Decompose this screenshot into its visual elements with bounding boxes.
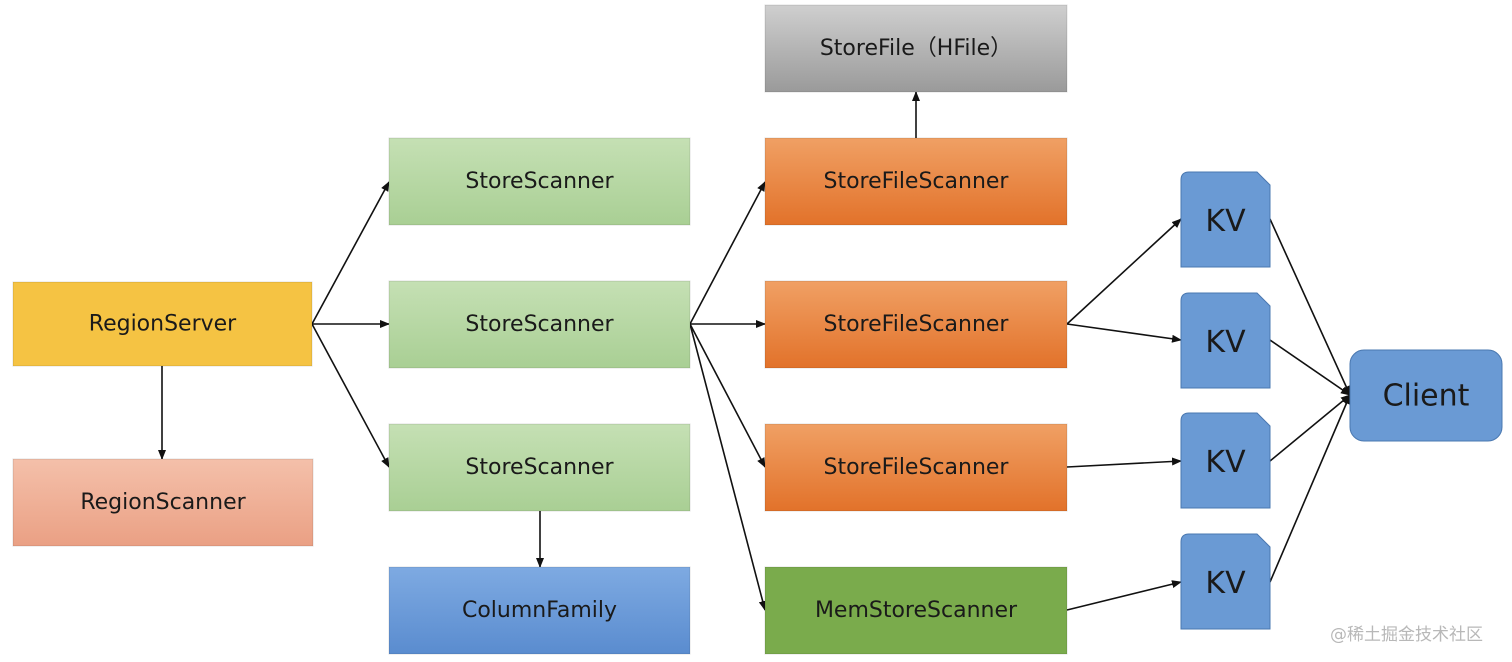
memstore-scanner-node: MemStoreScanner (764, 566, 1068, 655)
arrow (689, 181, 766, 325)
kv-node: KV (1180, 292, 1271, 389)
store-scanner-node-label: StoreScanner (465, 169, 614, 194)
arrow (1269, 394, 1351, 583)
edges (158, 91, 1351, 611)
storefile-scanner-node-label: StoreFileScanner (824, 312, 1010, 337)
store-scanner-node: StoreScanner (388, 137, 691, 226)
arrow (1066, 323, 1182, 343)
nodes: StoreFile（HFile）StoreScannerStoreScanner… (12, 4, 1503, 655)
column-family-node-label: ColumnFamily (462, 598, 617, 623)
arrow (311, 323, 390, 468)
store-scanner-node: StoreScanner (388, 423, 691, 512)
arrow (1269, 394, 1351, 462)
store-scanner-node-label: StoreScanner (465, 455, 614, 480)
region-server-node: RegionServer (12, 281, 313, 367)
arrow (689, 323, 766, 468)
storefile-scanner-node-label: StoreFileScanner (824, 169, 1010, 194)
arrow (1066, 457, 1182, 468)
kv-label: KV (1205, 325, 1246, 360)
arrow (1269, 218, 1351, 396)
store-scanner-node: StoreScanner (388, 280, 691, 369)
column-family-node: ColumnFamily (388, 566, 691, 655)
storefile-scanner-node-label: StoreFileScanner (824, 455, 1010, 480)
storefile-scanner-node: StoreFileScanner (764, 423, 1068, 512)
kv-label: KV (1205, 445, 1246, 480)
client-node: Client (1349, 349, 1503, 442)
region-server-node-label: RegionServer (89, 312, 237, 337)
arrow (311, 181, 390, 325)
storefile-scanner-node: StoreFileScanner (764, 280, 1068, 369)
region-scanner-node-label: RegionScanner (80, 490, 246, 515)
kv-node: KV (1180, 412, 1271, 509)
arrow (1066, 580, 1182, 611)
storefile-node: StoreFile（HFile） (764, 4, 1068, 93)
arrow (689, 323, 767, 611)
store-scanner-node-label: StoreScanner (465, 312, 614, 337)
kv-label: KV (1205, 566, 1246, 601)
region-scanner-node: RegionScanner (12, 458, 314, 547)
storefile-scanner-node: StoreFileScanner (764, 137, 1068, 226)
client-label: Client (1383, 379, 1470, 414)
memstore-scanner-node-label: MemStoreScanner (815, 598, 1018, 623)
kv-node: KV (1180, 171, 1271, 268)
kv-node: KV (1180, 533, 1271, 630)
storefile-node-label: StoreFile（HFile） (820, 36, 1012, 61)
arrow (1066, 218, 1182, 325)
arrow (1269, 339, 1351, 396)
kv-label: KV (1205, 204, 1246, 239)
watermark: @稀土掘金技术社区 (1330, 625, 1483, 645)
